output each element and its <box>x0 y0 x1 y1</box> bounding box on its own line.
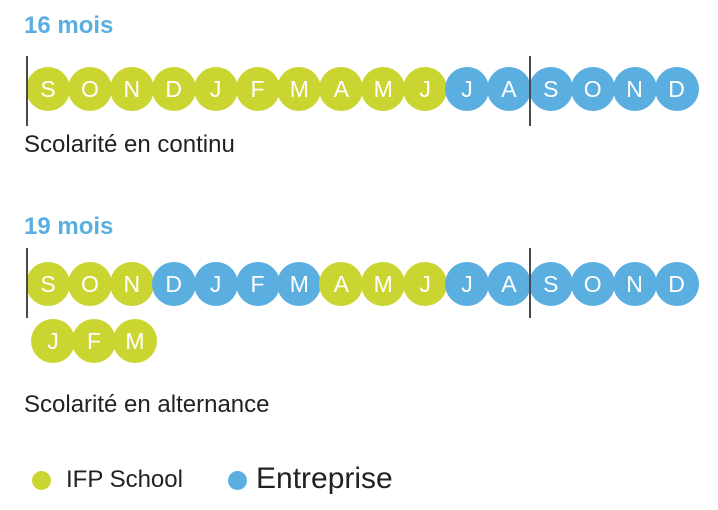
month-circle-ifp: M <box>277 67 322 111</box>
month-circle-entreprise: M <box>277 262 322 306</box>
year-divider-line <box>26 248 28 318</box>
legend-dot-ifp <box>32 471 51 490</box>
month-circle-entreprise: O <box>570 262 615 306</box>
month-circle-entreprise: D <box>654 262 699 306</box>
month-circle-entreprise: S <box>528 262 573 306</box>
month-circle-ifp: F <box>235 67 280 111</box>
month-circle-ifp: O <box>67 67 112 111</box>
month-circle-entreprise: O <box>570 67 615 111</box>
month-circle-entreprise: J <box>445 67 489 111</box>
year-divider-line <box>26 56 28 126</box>
month-circle-ifp: J <box>31 319 75 363</box>
month-circle-entreprise: N <box>612 262 657 306</box>
month-circle-entreprise: D <box>151 262 196 306</box>
legend-label-ifp: IFP School <box>66 466 183 493</box>
month-circle-ifp: N <box>109 262 154 306</box>
month-circle-ifp: S <box>26 262 70 306</box>
month-circle-ifp: F <box>72 319 116 363</box>
month-circle-ifp: S <box>26 67 70 111</box>
month-circle-ifp: M <box>361 262 406 306</box>
caption-alternance: Scolarité en alternance <box>24 391 270 418</box>
month-circle-entreprise: J <box>445 262 489 306</box>
legend-dot-entreprise <box>228 471 247 490</box>
month-circle-ifp: A <box>319 67 364 111</box>
month-circle-entreprise: F <box>235 262 280 306</box>
month-circle-entreprise: S <box>528 67 573 111</box>
month-circle-ifp: N <box>109 67 154 111</box>
caption-continu: Scolarité en continu <box>24 131 235 158</box>
month-circle-ifp: M <box>113 319 157 363</box>
section-title-19-mois: 19 mois <box>24 213 114 240</box>
month-circle-entreprise: A <box>486 262 531 306</box>
section-title-16-mois: 16 mois <box>24 12 114 39</box>
month-circle-ifp: J <box>403 67 448 111</box>
month-circle-ifp: A <box>319 262 364 306</box>
month-circle-ifp: J <box>403 262 448 306</box>
month-circle-entreprise: D <box>654 67 699 111</box>
year-divider-line <box>529 248 531 318</box>
legend-label-entreprise: Entreprise <box>256 462 393 495</box>
month-circle-entreprise: N <box>612 67 657 111</box>
year-divider-line <box>529 56 531 126</box>
month-circle-entreprise: A <box>486 67 531 111</box>
month-circle-ifp: J <box>193 67 238 111</box>
month-circle-ifp: D <box>151 67 196 111</box>
month-circle-entreprise: J <box>193 262 238 306</box>
month-circle-ifp: O <box>67 262 112 306</box>
month-circle-ifp: M <box>361 67 406 111</box>
